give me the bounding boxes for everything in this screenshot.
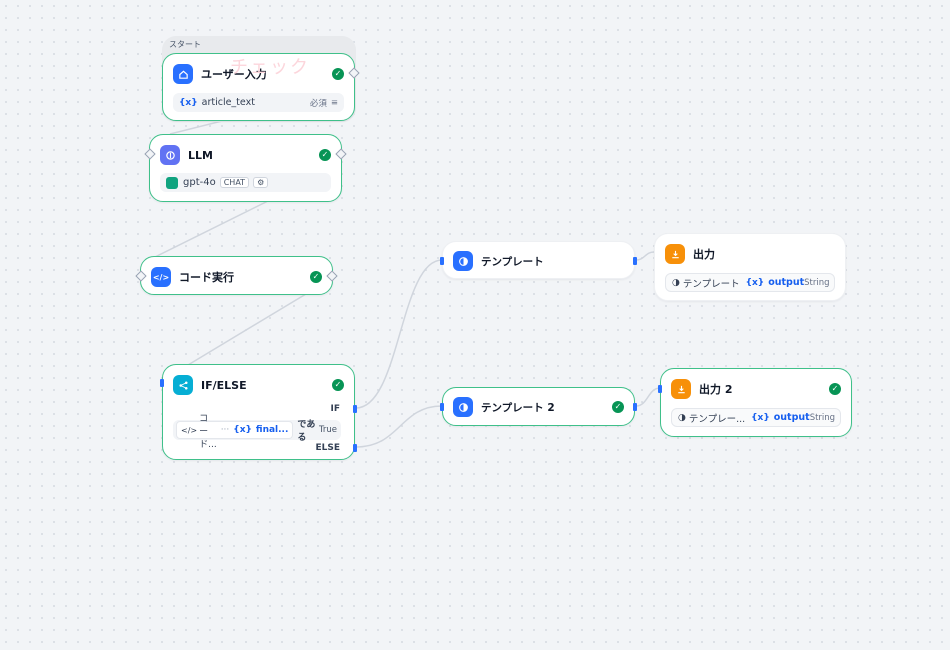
variable-icon: {x} <box>179 97 198 108</box>
variable-icon: {x} <box>745 277 765 288</box>
output-variable-row[interactable]: ◑ テンプレー... {x} output String <box>671 408 841 427</box>
success-check-icon: ✓ <box>332 68 344 80</box>
node-title: 出力 <box>693 248 715 261</box>
input-handle[interactable] <box>160 379 164 387</box>
model-mode-badge: CHAT <box>219 177 250 188</box>
node-title: テンプレート <box>481 255 544 268</box>
output-handle[interactable] <box>633 257 637 265</box>
node-title: コード実行 <box>179 271 234 284</box>
model-row[interactable]: gpt-4o CHAT ⚙ <box>160 173 331 192</box>
edge-if-template1 <box>355 259 443 409</box>
input-handle[interactable] <box>440 403 444 411</box>
output-handle[interactable] <box>633 403 637 411</box>
edge-else-template2 <box>355 405 443 448</box>
output-var-type: String <box>809 412 836 423</box>
variable-icon: {x} <box>751 412 770 423</box>
home-icon <box>173 64 193 84</box>
template-icon: ◑ <box>678 412 686 423</box>
output-var-name: output <box>773 412 810 423</box>
success-check-icon: ✓ <box>319 149 331 161</box>
if-output-handle[interactable] <box>353 405 357 413</box>
input-handle[interactable] <box>135 270 147 282</box>
template-icon <box>453 251 473 271</box>
condition-var-name: final... <box>255 425 289 435</box>
node-title: テンプレート 2 <box>481 401 555 414</box>
template-icon: ◑ <box>672 277 680 288</box>
node-user-input[interactable]: ユーザー入力 ✓ {x} article_text 必須 ≡ <box>162 53 360 121</box>
node-output-1[interactable]: 出力 ◑ テンプレート {x} output String <box>654 233 846 301</box>
output-icon <box>665 244 685 264</box>
success-check-icon: ✓ <box>310 271 322 283</box>
if-branch-label: IF <box>330 404 341 414</box>
node-ifelse[interactable]: IF/ELSE ✓ IF </> コード... ··· {x} final...… <box>160 364 357 460</box>
condition-row[interactable]: </> コード... ··· {x} final... である True <box>173 414 341 450</box>
variable-name: article_text <box>201 97 255 108</box>
node-llm[interactable]: LLM ✓ gpt-4o CHAT ⚙ <box>144 134 347 202</box>
output-handle[interactable] <box>326 270 338 282</box>
output-variable-row[interactable]: ◑ テンプレート {x} output String <box>665 273 835 292</box>
required-label: 必須 <box>309 98 327 109</box>
condition-source: コード... <box>199 413 217 450</box>
node-title: IF/ELSE <box>201 378 247 392</box>
node-template-2[interactable]: テンプレート 2 ✓ <box>440 387 637 426</box>
condition-value: True <box>318 425 337 435</box>
edge-llm-code <box>152 200 269 259</box>
else-output-handle[interactable] <box>353 444 357 452</box>
success-check-icon: ✓ <box>612 401 624 413</box>
node-template-1[interactable]: テンプレート <box>440 241 637 279</box>
input-handle[interactable] <box>144 148 156 160</box>
openai-model-icon <box>166 176 178 189</box>
node-title: 出力 2 <box>699 383 733 396</box>
input-handle[interactable] <box>440 257 444 265</box>
node-title: LLM <box>188 148 213 162</box>
success-check-icon: ✓ <box>829 383 841 395</box>
node-code[interactable]: </> コード実行 ✓ <box>135 256 338 295</box>
else-branch-label: ELSE <box>315 443 340 453</box>
success-check-icon: ✓ <box>332 379 344 391</box>
output-source: テンプレート <box>682 278 740 290</box>
output-handle[interactable] <box>348 67 360 79</box>
input-handle[interactable] <box>658 385 662 393</box>
template-icon <box>453 397 473 417</box>
output-handle[interactable] <box>335 148 347 160</box>
text-lines-icon: ≡ <box>330 97 338 108</box>
node-title: ユーザー入力 <box>201 68 267 81</box>
output-var-type: String <box>804 277 830 288</box>
model-name: gpt-4o <box>183 177 216 188</box>
output-var-name: output <box>768 277 805 288</box>
edge-code-ifelse <box>187 293 307 366</box>
separator-dots: ··· <box>220 425 230 435</box>
branch-icon <box>173 375 193 395</box>
edge-template1-output1 <box>635 251 655 261</box>
model-settings-icon[interactable]: ⚙ <box>253 177 269 188</box>
variable-icon: {x} <box>233 425 252 435</box>
output-source: テンプレー... <box>688 413 746 425</box>
llm-brain-icon <box>160 145 180 165</box>
start-group-label: スタート <box>169 40 201 49</box>
edge-template2-output2 <box>635 387 661 407</box>
condition-operator: である <box>297 420 316 443</box>
input-variable-row[interactable]: {x} article_text 必須 ≡ <box>173 93 344 112</box>
code-icon: </> <box>151 267 171 287</box>
condition-variable[interactable]: </> コード... ··· {x} final... <box>176 414 294 450</box>
output-icon <box>671 379 691 399</box>
node-output-2[interactable]: 出力 2 ✓ ◑ テンプレー... {x} output String <box>658 368 852 437</box>
code-icon: </> <box>181 425 198 435</box>
edge-start-llm <box>169 119 227 135</box>
